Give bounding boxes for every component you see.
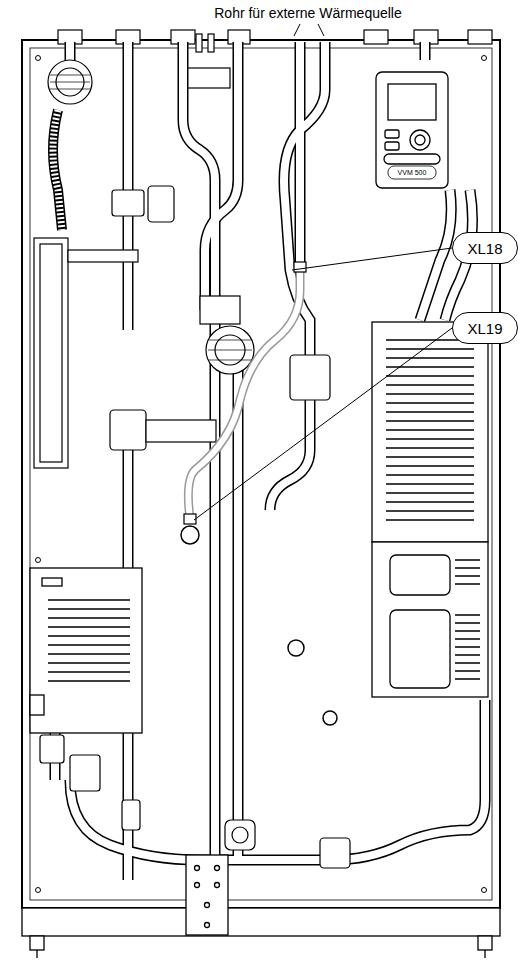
model-label: VVM 500 <box>398 169 427 176</box>
callout-code: XL19 <box>467 321 502 336</box>
callout-bubble: XL18 <box>452 232 518 264</box>
callout-bubble: XL19 <box>452 312 518 344</box>
leader-line <box>292 248 452 270</box>
pipe-label: Rohr für externe Wärmequelle <box>214 6 402 20</box>
callout-code: XL18 <box>467 241 502 256</box>
leader-line <box>194 328 452 520</box>
